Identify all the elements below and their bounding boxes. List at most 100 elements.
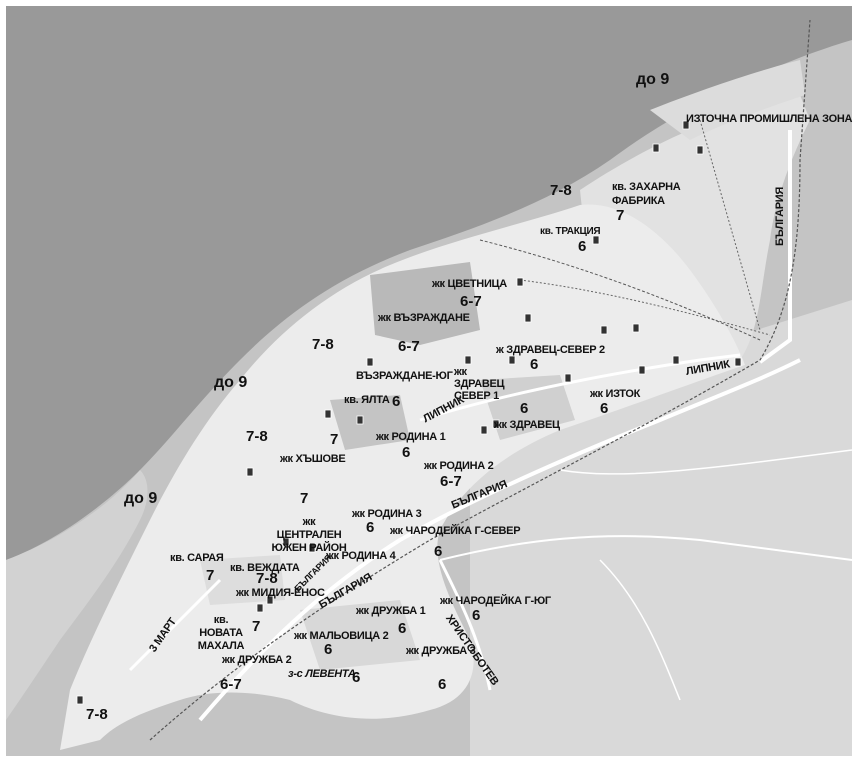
district-label-zdravec-sever2: ж ЗДРАВЕЦ-СЕВЕР 2 xyxy=(496,344,605,356)
zone-label-7-hashove: 7 xyxy=(330,431,339,448)
district-label-zdravec: жк ЗДРАВЕЦ xyxy=(494,419,560,431)
bus-stop-icon xyxy=(256,603,264,613)
district-label-charodeyka-yug: жк ЧАРОДЕЙКА Г-ЮГ xyxy=(440,595,551,607)
zone-label-78-vezhdata: 7-8 xyxy=(256,570,278,587)
bus-stop-icon xyxy=(492,419,500,429)
bus-stop-icon xyxy=(672,355,680,365)
zone-label-7-zaharna: 7 xyxy=(616,207,625,224)
district-label-novata: кв. НОВАТА МАХАЛА xyxy=(197,614,245,652)
district-label-saraya: кв. САРАЯ xyxy=(170,552,224,564)
district-label-rodina1: жк РОДИНА 1 xyxy=(376,431,446,443)
railway-line-industrial xyxy=(519,279,771,336)
bus-stop-icon xyxy=(600,325,608,335)
bus-stop-icon xyxy=(266,595,274,605)
bus-stop-icon xyxy=(76,695,84,705)
district-label-yalta: кв. ЯЛТА xyxy=(344,394,390,406)
zone-label-6-rodina1: 6 xyxy=(402,444,411,461)
district-block-rodina xyxy=(330,395,410,450)
bus-stop-icon xyxy=(356,415,364,425)
river-island xyxy=(6,470,148,720)
zone-label-6-charodeyka: 6 xyxy=(434,543,443,560)
zone-label-6-iztok: 6 xyxy=(600,400,609,417)
zone-label-6-druzhba1: 6 xyxy=(398,620,407,637)
zone-label-7-novata: 7 xyxy=(252,618,261,635)
district-label-centralen: жк ЦЕНТРАЛЕН ЮЖЕН РАЙОН xyxy=(271,516,347,554)
bus-stop-icon xyxy=(564,373,572,383)
district-label-hashove: жк ХЪШОВЕ xyxy=(280,453,346,465)
bus-stop-icon xyxy=(638,365,646,375)
zone-label-6-malvovica: 6 xyxy=(324,641,333,658)
district-block-vezhdata xyxy=(200,555,285,605)
zone-label-78-northwest: 7-8 xyxy=(312,336,334,353)
bus-stop-icon xyxy=(592,235,600,245)
district-label-leventa: з-с ЛЕВЕНТА xyxy=(288,668,356,680)
railway-line-north xyxy=(699,119,761,331)
bus-stop-icon xyxy=(282,537,290,547)
zone-label-6-trakciya: 6 xyxy=(578,238,587,255)
district-label-vazrazhdane-yug: ВЪЗРАЖДАНЕ-ЮГ xyxy=(356,370,453,382)
zone-label-67-druzhba2: 6-7 xyxy=(220,676,242,693)
zone-label-6-rodina3: 6 xyxy=(366,519,375,536)
road-3-mart xyxy=(128,578,222,672)
bus-stop-icon xyxy=(464,355,472,365)
road-south-east-2 xyxy=(599,559,681,701)
district-label-iztok: жк ИЗТОК xyxy=(590,388,641,400)
bus-stop-icon xyxy=(480,425,488,435)
zone-label-do9-left: до 9 xyxy=(214,374,248,391)
road-south-out xyxy=(439,535,853,561)
district-label-rodina3: жк РОДИНА 3 xyxy=(352,508,422,520)
zone-label-do9-top: до 9 xyxy=(636,71,670,88)
bus-stop-icon xyxy=(246,467,254,477)
city-urban-area xyxy=(60,204,745,750)
district-label-malvovica: жк МАЛЬОВИЦА 2 xyxy=(294,630,389,642)
district-label-zdravec-sever1: жк ЗДРАВЕЦ СЕВЕР 1 xyxy=(454,366,505,402)
district-label-druzhba2: жк ДРУЖБА 2 xyxy=(222,654,292,666)
district-label-midiya: жк МИДИЯ-ЕНОС xyxy=(236,587,325,599)
bus-stop-icon xyxy=(508,355,516,365)
zone-label-78-west: 7-8 xyxy=(246,428,268,445)
bus-stop-icon xyxy=(632,323,640,333)
zone-label-7-center: 7 xyxy=(300,490,309,507)
zone-label-6-yalta: 6 xyxy=(392,393,401,410)
district-label-charodeyka: жк ЧАРОДЕЙКА Г-СЕВЕР xyxy=(390,525,521,537)
bus-stop-icon xyxy=(652,143,660,153)
industrial-zone-top xyxy=(650,60,805,140)
bus-stop-icon xyxy=(682,120,690,130)
district-block-zdravec xyxy=(480,375,575,440)
district-label-vezhdata: кв. ВЕЖДАТА xyxy=(230,562,300,574)
zone-label-78-zaharna: 7-8 xyxy=(550,182,572,199)
road-bulgaria-blvd xyxy=(198,358,801,722)
district-label-vazrazhdane: жк ВЪЗРАЖДАНЕ xyxy=(378,312,470,324)
zone-label-67-cvetnica: 6-7 xyxy=(460,293,482,310)
bus-stop-icon xyxy=(308,543,316,553)
district-block-druzhba xyxy=(300,600,420,670)
bus-stop-icon xyxy=(696,145,704,155)
district-label-iztochna: ИЗТОЧНА ПРОМИШЛЕНА ЗОНА xyxy=(686,113,853,125)
district-label-rodina2: жк РОДИНА 2 xyxy=(424,460,494,472)
zone-label-67-rodina2: 6-7 xyxy=(440,473,462,490)
bus-stop-icon xyxy=(324,409,332,419)
street-label-bulgaria-north: БЪЛГАРИЯ xyxy=(774,186,786,246)
zone-label-6-druzhba3: 6 xyxy=(438,676,447,693)
district-label-druzhba3: жк ДРУЖБА 3 xyxy=(406,645,476,657)
district-label-cvetnica: жк ЦВЕТНИЦА xyxy=(432,278,507,290)
bus-stop-icon xyxy=(366,357,374,367)
bus-stop-icon xyxy=(524,313,532,323)
railway-line xyxy=(149,19,811,741)
railway-line-east xyxy=(479,239,761,341)
zone-label-do9-low: до 9 xyxy=(124,490,158,507)
road-east-out xyxy=(559,449,853,475)
district-label-rodina4: жк РОДИНА 4 xyxy=(326,550,396,562)
zone-label-67-vazrazhdane: 6-7 xyxy=(398,338,420,355)
zone-label-6-zdravec-sever2: 6 xyxy=(530,356,539,373)
zone-label-6-charodeyka-yug: 6 xyxy=(472,607,481,624)
road-hristo-botev xyxy=(438,559,492,691)
bus-stop-icon xyxy=(516,277,524,287)
zone-label-78-southwest: 7-8 xyxy=(86,706,108,723)
bus-stop-icon xyxy=(734,357,742,367)
zone-label-6-zdravec: 6 xyxy=(520,400,529,417)
district-block-vazrazhdane xyxy=(370,262,480,345)
zone-label-6-leventa: 6 xyxy=(352,669,361,686)
